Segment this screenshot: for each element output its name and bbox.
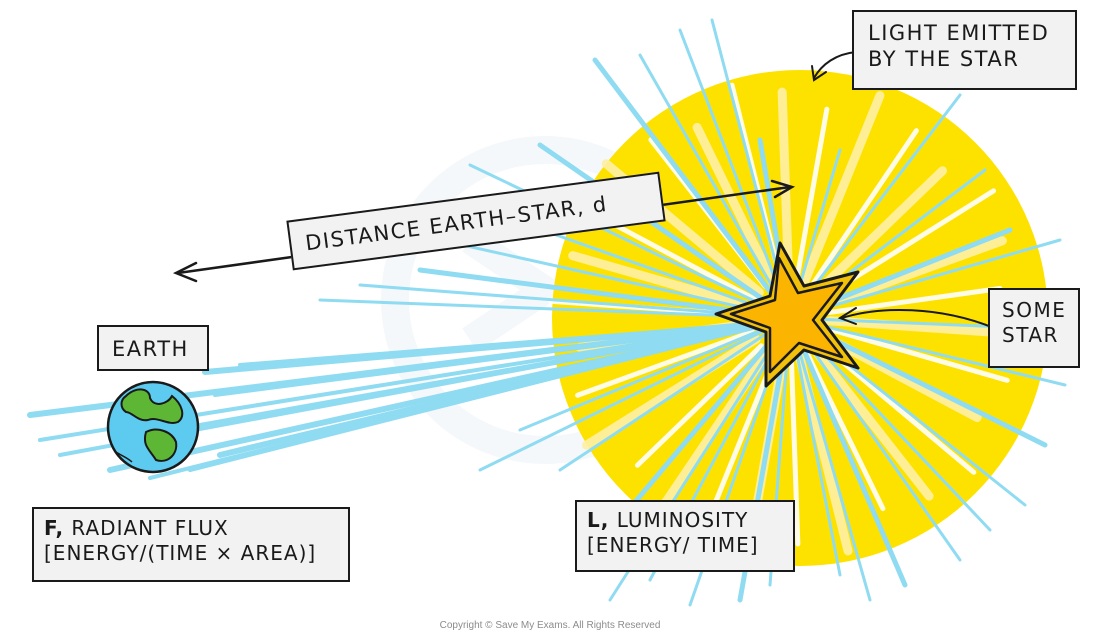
earth-beam — [238, 321, 772, 367]
lum-name: LUMINOSITY — [609, 508, 749, 532]
pale-ray — [827, 286, 1003, 315]
pale-ray — [659, 346, 773, 510]
earth-beam — [198, 321, 772, 427]
pale-ray — [825, 326, 1010, 383]
radiant-flux-title: F, RADIANT FLUX — [44, 516, 348, 541]
some-star-label: SOME STAR — [988, 288, 1080, 368]
lum-symbol: L, — [587, 508, 610, 532]
pale-ray — [581, 334, 761, 450]
luminosity-title: L, LUMINOSITY — [587, 508, 793, 533]
copyright-text: Copyright © Save My Exams. All Rights Re… — [439, 620, 661, 631]
light-beam — [788, 316, 872, 602]
light-beam — [592, 57, 793, 321]
pale-ray — [814, 166, 948, 295]
pale-ray — [634, 343, 764, 468]
star-shape — [714, 241, 860, 388]
light-beam — [788, 316, 842, 577]
earth-label: EARTH — [97, 325, 209, 371]
radiant-flux-label: F, RADIANT FLUX [ENERGY/(TIME × AREA)] — [32, 507, 350, 582]
light-beam — [787, 315, 908, 588]
light-emitted-label: LIGHT EMITTED BY THE STAR — [852, 10, 1077, 90]
pale-ray — [800, 90, 885, 286]
light-emitted-line2: BY THE STAR — [868, 47, 1020, 72]
earth-globe — [106, 380, 200, 474]
pale-ray — [692, 122, 777, 287]
flux-name: RADIANT FLUX — [64, 516, 229, 540]
luminosity-units: [ENERGY/ TIME] — [587, 533, 759, 557]
pale-ray — [568, 251, 757, 312]
light-beam — [318, 298, 792, 320]
light-beam — [638, 53, 792, 320]
light-beam — [438, 238, 792, 320]
pale-ray — [575, 329, 755, 398]
pale-ray — [794, 106, 830, 282]
pale-ray — [788, 355, 801, 547]
earth-label-text: EARTH — [112, 337, 189, 361]
earth-beam — [213, 321, 772, 397]
pale-ray — [805, 351, 886, 512]
light-beam — [537, 142, 793, 321]
luminosity-label: L, LUMINOSITY [ENERGY/ TIME] — [575, 500, 795, 572]
radiant-flux-units: [ENERGY/(TIME × AREA)] — [44, 541, 317, 565]
pale-ray — [809, 128, 919, 288]
earth-beam — [217, 320, 773, 458]
light-beam — [617, 315, 793, 523]
some-star-line2: STAR — [1002, 323, 1059, 347]
pale-ray — [810, 345, 934, 501]
light-beam — [518, 316, 792, 432]
some-star-line1: SOME — [1002, 298, 1067, 322]
light-beam — [478, 316, 792, 472]
light-beam — [788, 316, 962, 562]
pale-ray — [600, 215, 758, 302]
light-beam — [788, 316, 1067, 387]
pale-ray — [795, 352, 853, 556]
light-emitted-line1: LIGHT EMITTED — [868, 21, 1050, 45]
flux-symbol: F, — [44, 516, 65, 540]
light-beam — [678, 28, 792, 320]
light-beams — [27, 18, 1077, 607]
light-beam — [558, 316, 792, 472]
